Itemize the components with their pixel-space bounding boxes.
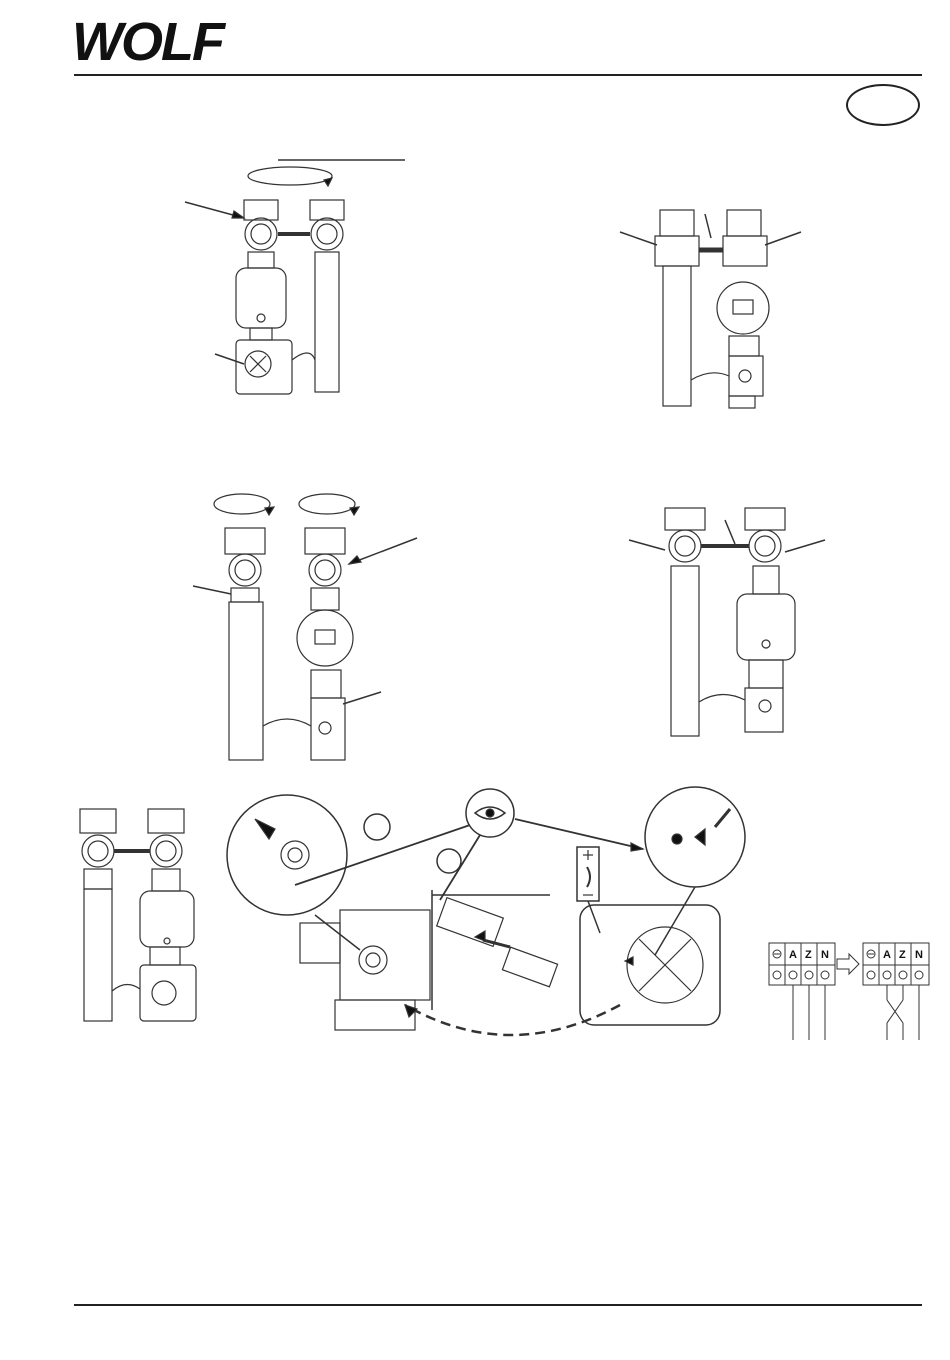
figure-pump-group-1 <box>170 150 420 410</box>
brand-logo: WOLF <box>70 8 270 68</box>
terminal-letter-z: Z <box>805 949 812 961</box>
terminal-letter-z-after: Z <box>899 949 906 961</box>
figure-actuator-detail <box>225 775 750 1060</box>
language-badge <box>846 84 920 126</box>
brand-logo-text: WOLF <box>72 12 227 68</box>
terminal-letter-a-after: A <box>883 949 891 961</box>
figure-pump-group-4 <box>625 500 835 745</box>
terminal-letter-n-after: N <box>915 949 923 961</box>
figure-pump-group-3 <box>185 488 425 768</box>
header-rule <box>74 74 922 76</box>
figure-terminal-wiring: A Z N A Z N <box>765 935 935 1050</box>
figure-pump-group-5 <box>70 805 220 1030</box>
terminal-letter-a: A <box>789 949 797 961</box>
figure-pump-group-2 <box>615 200 815 415</box>
footer-rule <box>74 1304 922 1306</box>
terminal-letter-n: N <box>821 949 829 961</box>
